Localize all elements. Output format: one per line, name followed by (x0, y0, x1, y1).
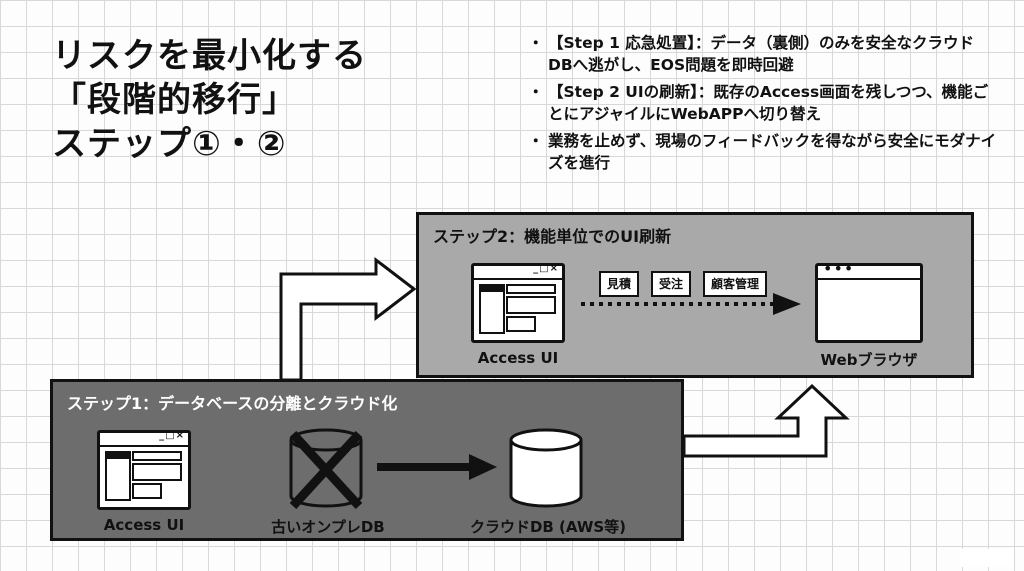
dotted-arrow-icon (581, 293, 801, 315)
old-database-crossed-icon (289, 428, 363, 510)
title-line-1: リスクを最小化する (52, 36, 367, 76)
cloud-database-icon (509, 428, 583, 508)
bullet-step2: 【Step 2 UIの刷新】：既存のAccess画面を残しつつ、機能ごとにアジャ… (528, 81, 998, 125)
bullet-list: 【Step 1 応急処置】：データ（裏側）のみを安全なクラウドDBへ逃がし、EO… (528, 32, 998, 179)
web-browser-icon: ••• (815, 260, 923, 343)
upgrade-arrow-left (279, 256, 417, 382)
cloud-db-label: クラウドDB (AWS等) (469, 518, 627, 536)
window-controls-icon: _□× (533, 263, 559, 274)
page-title: リスクを最小化する 「段階的移行」 ステップ①・② (52, 34, 452, 166)
step2-browser-label: Webブラウザ (820, 351, 918, 369)
feature-tag-quote: 見積 (599, 271, 640, 297)
access-window-icon: _□× (97, 430, 191, 510)
feature-tag-order: 受注 (651, 271, 692, 297)
solid-arrow-icon (377, 454, 497, 480)
bullet-benefit: 業務を止めず、現場のフィードバックを得ながら安全にモダナイズを進行 (528, 130, 998, 174)
old-db-label: 古いオンプレDB (271, 518, 385, 536)
step2-access-label: Access UI (477, 349, 559, 367)
step1-access-label: Access UI (103, 516, 185, 534)
bullet-step1: 【Step 1 応急処置】：データ（裏側）のみを安全なクラウドDBへ逃がし、EO… (528, 32, 998, 76)
title-line-2: 「段階的移行」 (52, 80, 297, 120)
step2-title: ステップ2：機能単位でのUI刷新 (433, 227, 672, 246)
title-line-3: ステップ①・② (52, 124, 287, 164)
step1-title: ステップ1：データベースの分離とクラウド化 (67, 394, 398, 413)
feature-tag-customer: 顧客管理 (703, 271, 768, 297)
corner-patch (960, 549, 1014, 567)
window-controls-icon: _□× (159, 430, 185, 441)
access-window-icon: _□× (471, 263, 565, 343)
step2-panel: ステップ2：機能単位でのUI刷新 _□× Access UI 見積 受注 顧客管… (416, 212, 974, 378)
step1-panel: ステップ1：データベースの分離とクラウド化 _□× Access UI 古いオン… (50, 379, 684, 541)
upgrade-arrow-right (682, 383, 850, 458)
